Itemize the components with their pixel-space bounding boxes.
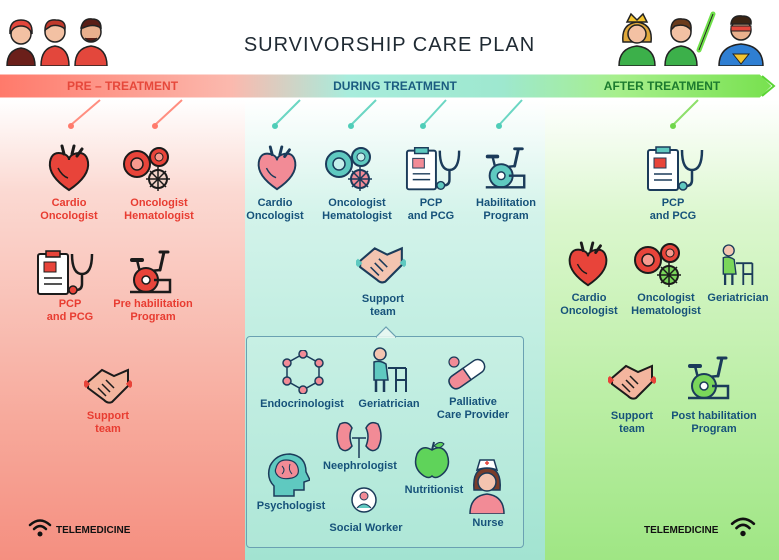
- elderly-walker-icon: [373, 347, 407, 392]
- telemedicine-label-right: TELEMEDICINE: [644, 525, 719, 536]
- clipboard-stethoscope-icon: [405, 147, 461, 191]
- timeline-band: [0, 73, 776, 99]
- endocrinologist-label: Endocrinologist: [260, 398, 344, 410]
- exercise-bike-icon: [130, 250, 172, 294]
- support-box-pointer: [376, 326, 396, 338]
- worried-man-icon: [74, 18, 108, 66]
- kidneys-icon: [336, 421, 382, 458]
- clipboard-stethoscope-icon: [37, 250, 94, 295]
- exercise-bike-icon: [688, 356, 730, 400]
- page-title: SURVIVORSHIP CARE PLAN: [243, 34, 536, 56]
- elderly-walker-icon: [722, 244, 754, 285]
- psychologist-label: Psychologist: [256, 500, 326, 512]
- nurse-icon: [469, 459, 505, 514]
- heart-icon: [48, 144, 90, 192]
- during-geriatrician-label: Geriatrician: [358, 398, 420, 410]
- nutritionist-label: Nutritionist: [404, 484, 464, 496]
- hormone-molecule-icon: [282, 350, 324, 394]
- after-geriatrician-label: Geriatrician: [707, 292, 769, 304]
- apple-icon: [414, 441, 450, 479]
- lightsaber-boy-icon: [664, 11, 716, 66]
- brain-head-icon: [267, 453, 310, 497]
- heart-icon: [257, 145, 297, 191]
- phase-label-pre: PRE – TREATMENT: [66, 79, 179, 93]
- pre-treatment-panel: [0, 100, 245, 560]
- handshake-icon: [356, 246, 406, 284]
- cells-icon: [325, 147, 372, 191]
- worried-boy-icon: [40, 19, 70, 66]
- nurse-label: Nurse: [472, 517, 504, 529]
- patients-before-group: [6, 18, 108, 66]
- telemedicine-label-left: TELEMEDICINE: [56, 525, 131, 536]
- pill-capsule-icon: [448, 356, 486, 390]
- exercise-bike-icon: [485, 147, 526, 189]
- clipboard-stethoscope-icon: [647, 146, 704, 191]
- nephrologist-label: Neephrologist: [323, 460, 397, 472]
- heart-icon: [568, 241, 608, 287]
- connector-lines: [68, 99, 699, 129]
- handshake-icon: [84, 368, 132, 404]
- wifi-icon: [730, 517, 756, 537]
- cells-icon: [123, 147, 170, 191]
- worried-woman-icon: [6, 19, 36, 66]
- wifi-icon: [28, 519, 52, 537]
- patients-after-group: [618, 11, 764, 66]
- phase-label-during: DURING TREATMENT: [333, 79, 457, 93]
- superhero-man-icon: [718, 15, 764, 66]
- phase-label-after: AFTER TREATMENT: [603, 79, 721, 93]
- queen-woman-icon: [618, 12, 656, 66]
- social-worker-icon: [351, 487, 377, 513]
- handshake-icon: [608, 364, 656, 400]
- social-worker-label: Social Worker: [329, 522, 403, 534]
- cells-icon: [634, 243, 681, 287]
